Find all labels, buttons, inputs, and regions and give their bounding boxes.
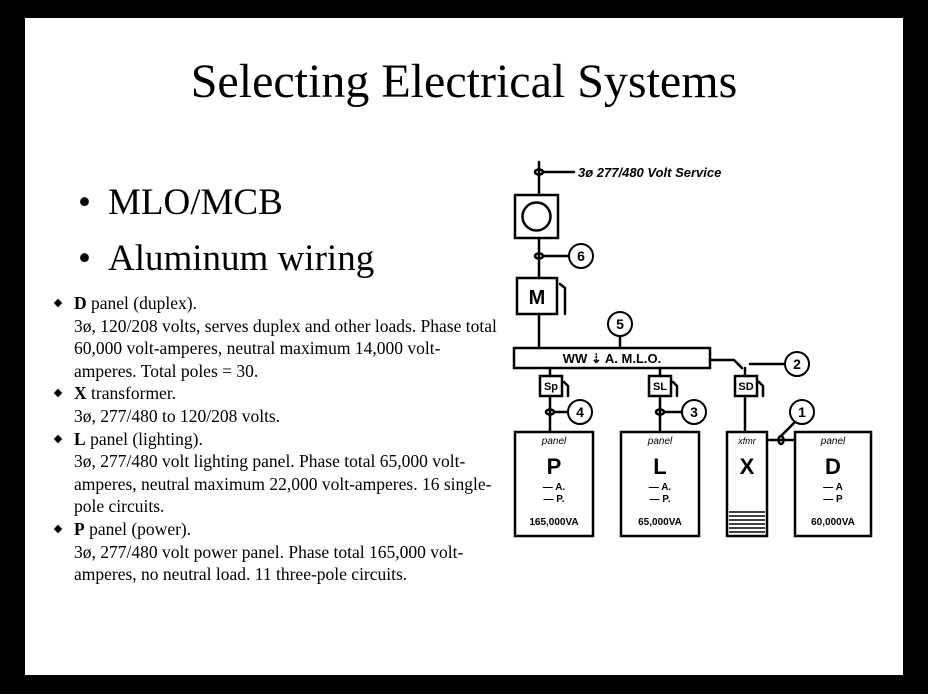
diamond-bullet-icon [53, 298, 63, 308]
panel-poles: — P. [650, 494, 671, 505]
diamond-bullet-icon [53, 524, 63, 534]
switch-x-handle-icon [757, 380, 765, 398]
transformer-winding-hatch [729, 511, 765, 533]
callout-circle-5 [607, 311, 633, 337]
callout-circle-2 [784, 351, 810, 377]
meter-dial-icon [521, 201, 552, 232]
panel-rating: 60,000VA [811, 517, 855, 528]
detail-heading: panel (power). [84, 518, 192, 539]
bullet-dot-icon: • [78, 182, 91, 223]
panel-letter: D [825, 454, 841, 479]
panel-letter: L [653, 454, 666, 479]
diamond-bullet-icon [53, 434, 63, 443]
bullet-text: MLO/MCB [108, 182, 283, 223]
bullet-text: Aluminum wiring [108, 238, 375, 279]
callout-number: 6 [577, 248, 585, 264]
callout-number: 3 [690, 404, 698, 420]
detail-description: 3ø, 120/208 volts, serves duplex and oth… [74, 315, 497, 381]
detail-code: X [74, 383, 87, 404]
panel-poles: — P. [544, 494, 565, 505]
switch-l-handle-icon [671, 380, 679, 398]
panel-rating: 65,000VA [638, 517, 682, 528]
callout-number: 2 [793, 356, 801, 372]
detail-item: D panel (duplex). [52, 292, 497, 315]
callout-circle-3 [681, 399, 707, 425]
slide [25, 18, 903, 675]
panel-d-box [793, 430, 873, 538]
detail-item: P panel (power). [52, 518, 497, 541]
bullet-item: • MLO/MCB [78, 184, 283, 221]
callout-number: 4 [576, 404, 584, 420]
meter-box [513, 193, 560, 240]
panel-amps: — A [823, 482, 843, 493]
detail-heading: transformer. [86, 383, 177, 404]
bullet-dot-icon: • [78, 238, 91, 279]
callout-circle-1 [789, 399, 815, 425]
panel-poles: — P [823, 494, 843, 505]
panel-p-box [513, 430, 595, 538]
panel-rating: 165,000VA [529, 517, 578, 528]
detail-description: 3ø, 277/480 to 120/208 volts. [74, 405, 281, 426]
slide-title: Selecting Electrical Systems [190, 55, 738, 108]
panel-caption: panel [820, 436, 846, 447]
callout-leader-1 [779, 420, 797, 438]
detail-item: X transformer. [52, 382, 497, 405]
panel-caption: panel [647, 436, 673, 447]
detail-heading: panel (lighting). [85, 428, 203, 449]
detail-code: L [74, 428, 86, 449]
transformer-letter: X [740, 454, 755, 479]
panel-caption: panel [541, 436, 567, 447]
bus-label: WW ⇣ A. M.L.O. [563, 351, 662, 366]
bullet-item: • Aluminum wiring [78, 240, 374, 277]
callout-circle-6 [568, 243, 594, 269]
switch-label: SD [738, 381, 753, 393]
detail-heading: panel (duplex). [86, 293, 197, 313]
transformer-caption: xfmr [737, 436, 756, 446]
switch-label: SL [653, 381, 667, 393]
detail-description: 3ø, 277/480 volt lighting panel. Phase t… [74, 451, 492, 517]
riser-diagram: 6 5 2 4 3 1 3ø 277/480 Volt Service M WW… [512, 160, 873, 538]
main-bus-bar [512, 346, 712, 370]
service-label: 3ø 277/480 Volt Service [578, 165, 721, 180]
panel-amps: — A. [649, 482, 672, 493]
main-switch-handle-icon [558, 282, 567, 316]
diamond-bullet-icon [53, 389, 63, 398]
detail-item: L panel (lighting). [52, 428, 497, 451]
bus-to-d-feeder [708, 358, 744, 370]
panel-l-box [619, 430, 701, 538]
detail-list: D panel (duplex). 3ø, 120/208 volts, ser… [52, 292, 497, 586]
detail-description: 3ø, 277/480 volt power panel. Phase tota… [74, 541, 464, 585]
detail-code: D [74, 293, 87, 313]
callout-number: 5 [616, 316, 624, 332]
switch-p-handle-icon [562, 380, 570, 398]
main-switch-label: M [529, 287, 546, 309]
detail-code: P [74, 518, 85, 539]
callout-circle-4 [567, 399, 593, 425]
transformer-box [725, 430, 769, 538]
switch-label: Sp [544, 381, 558, 393]
main-switch-box [515, 276, 559, 316]
panel-letter: P [547, 454, 562, 479]
callout-number: 1 [798, 404, 806, 420]
panel-amps: — A. [543, 482, 566, 493]
